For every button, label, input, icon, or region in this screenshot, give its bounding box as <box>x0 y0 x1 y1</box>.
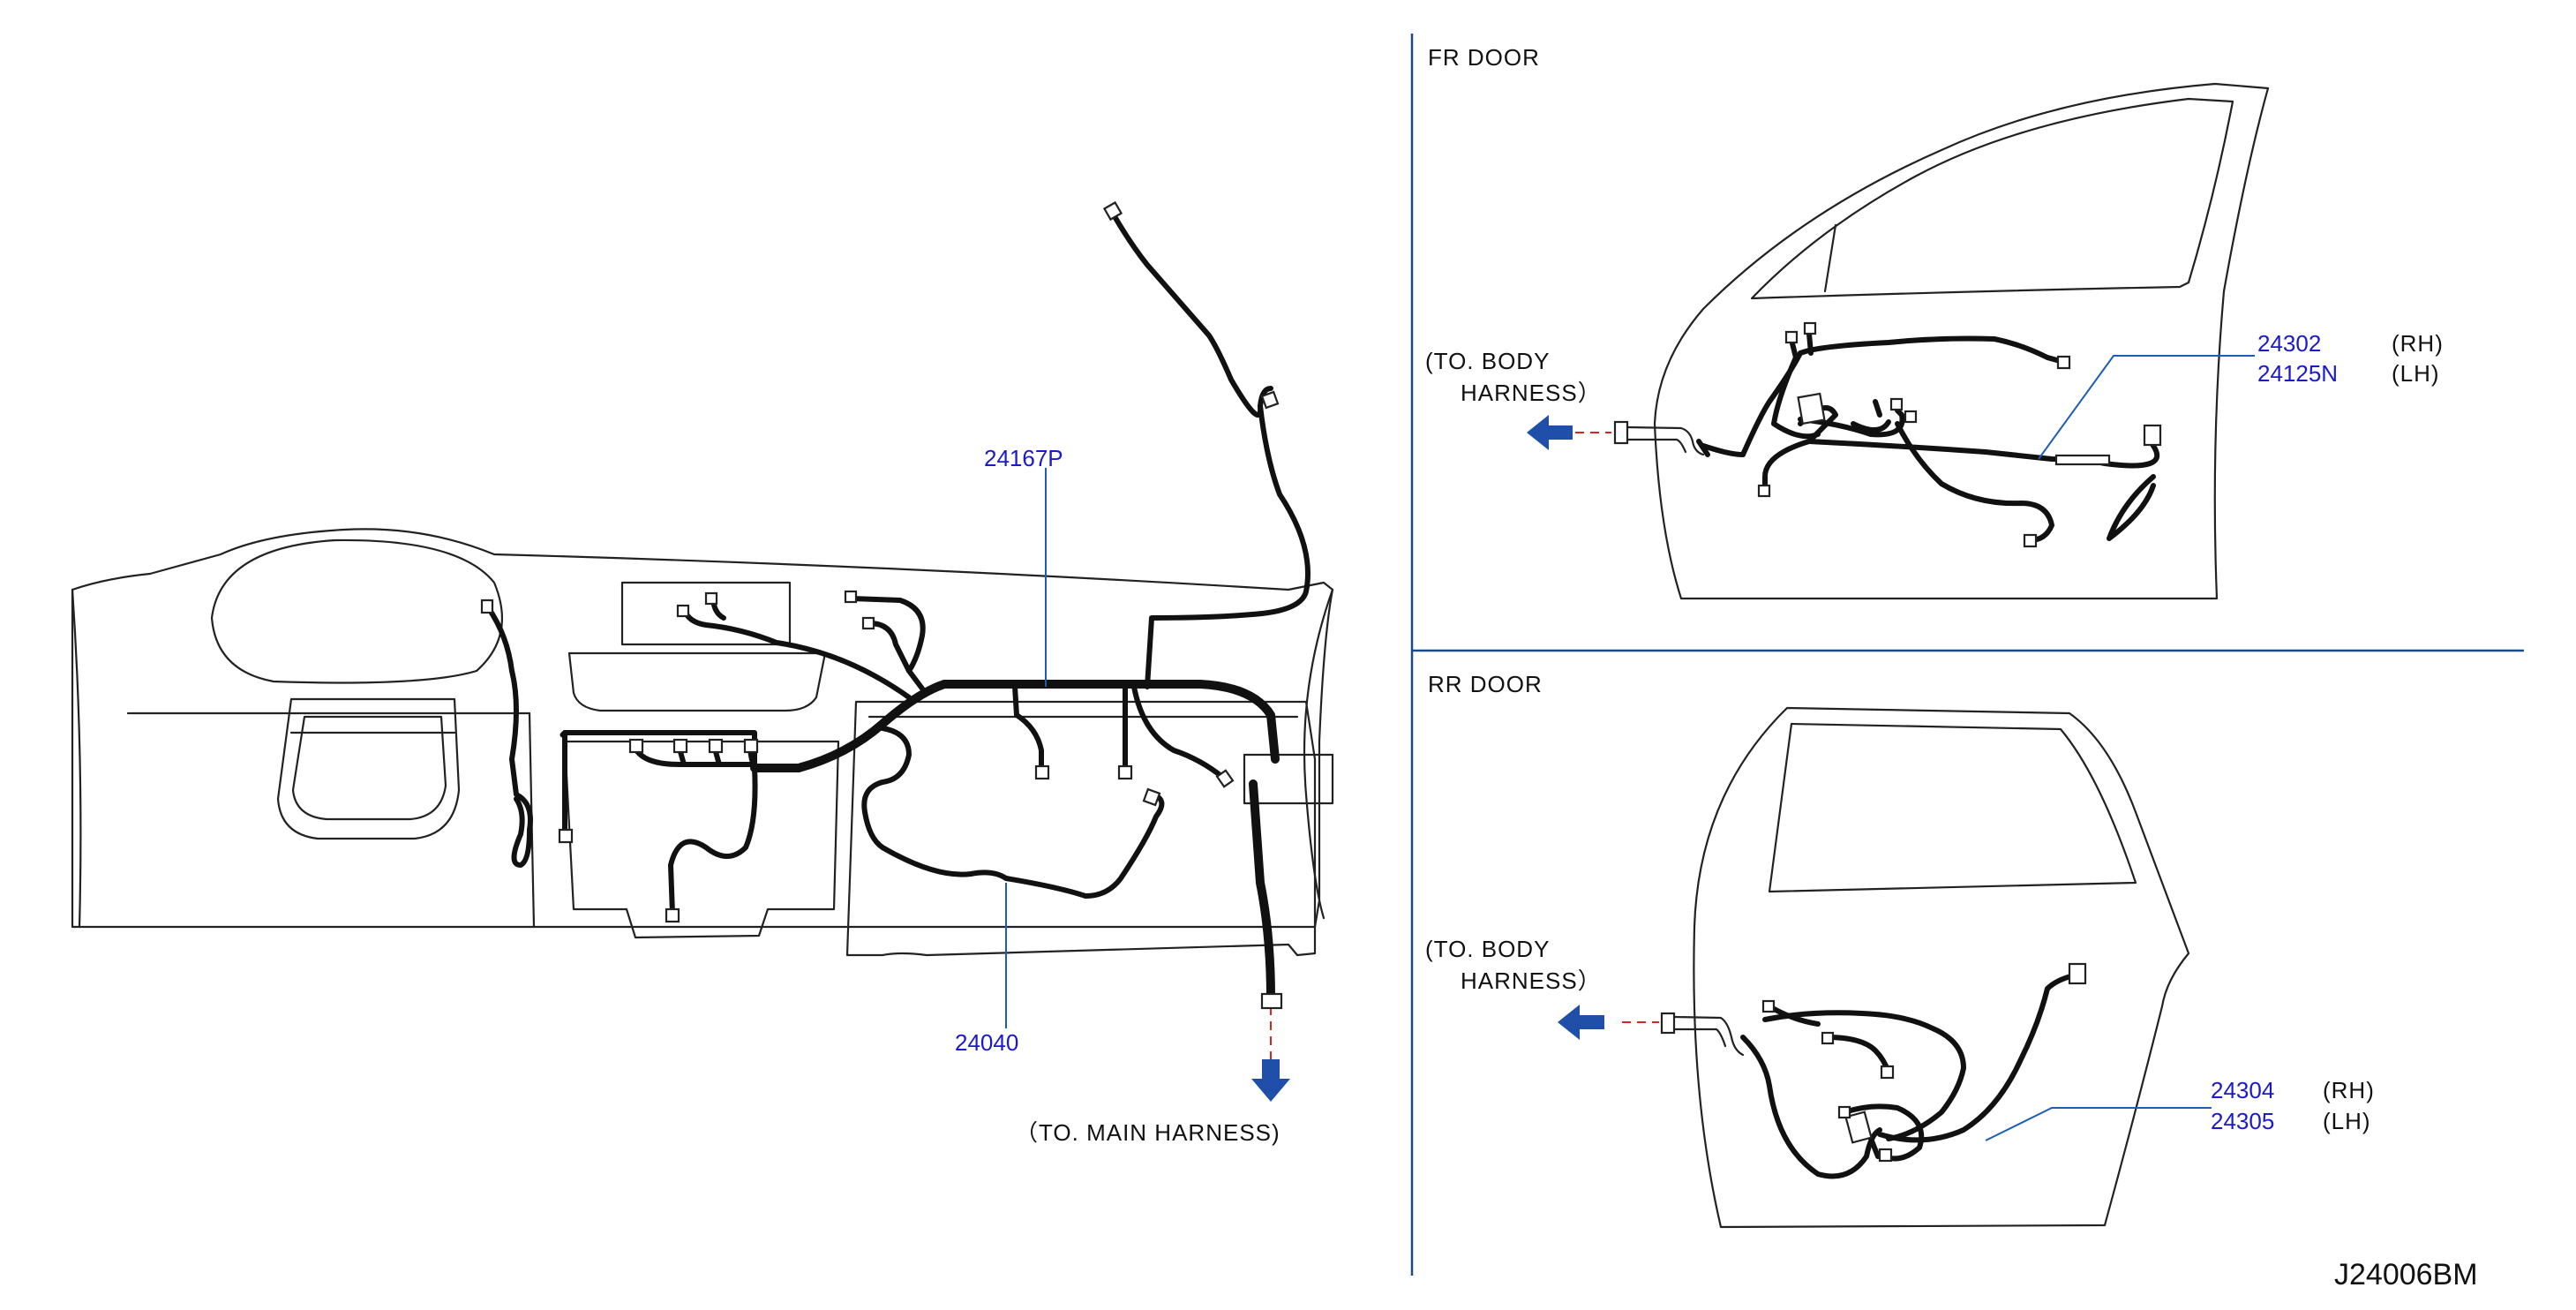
rear-door-connectors <box>1761 962 2087 1163</box>
part-number-24304: 24304 <box>2211 1077 2274 1103</box>
part-number-24040: 24040 <box>955 1029 1018 1056</box>
part-number-24302: 24302 <box>2257 330 2321 357</box>
part-side-rh: (RH) <box>2392 330 2444 357</box>
to-main-harness-label: （TO. MAIN HARNESS) <box>1015 1119 1280 1146</box>
rr-to-body-label-1: (TO. BODY <box>1425 936 1550 962</box>
part-number-24125n: 24125N <box>2257 360 2338 387</box>
instrument-panel-connectors <box>480 200 1283 1010</box>
front-door-connectors <box>1757 321 2162 548</box>
panel-dividers <box>1410 34 2524 1276</box>
rr-to-body-label-2: HARNESS） <box>1461 967 1602 994</box>
instrument-panel-harness <box>485 209 1311 1068</box>
rear-door <box>1622 706 2212 1229</box>
instrument-panel <box>71 528 1334 957</box>
fr-to-body-label-1: (TO. BODY <box>1425 348 1550 374</box>
rr-door-title: RR DOOR <box>1428 671 1543 697</box>
front-door <box>1575 82 2270 600</box>
part-side-lh-rear: (LH) <box>2323 1108 2371 1134</box>
arrow-down-icon <box>1251 1059 1290 1102</box>
part-number-24167p: 24167P <box>984 445 1063 471</box>
arrow-left-icon <box>1527 415 1573 450</box>
diagram-code: J24006BM <box>2334 1258 2478 1291</box>
arrow-left-icon <box>1558 1005 1604 1040</box>
fr-to-body-label-2: HARNESS） <box>1461 380 1602 406</box>
fr-door-title: FR DOOR <box>1428 44 1540 71</box>
part-side-rh-rear: (RH) <box>2323 1077 2375 1103</box>
part-side-lh: (LH) <box>2392 360 2440 387</box>
part-number-24305: 24305 <box>2211 1108 2274 1134</box>
